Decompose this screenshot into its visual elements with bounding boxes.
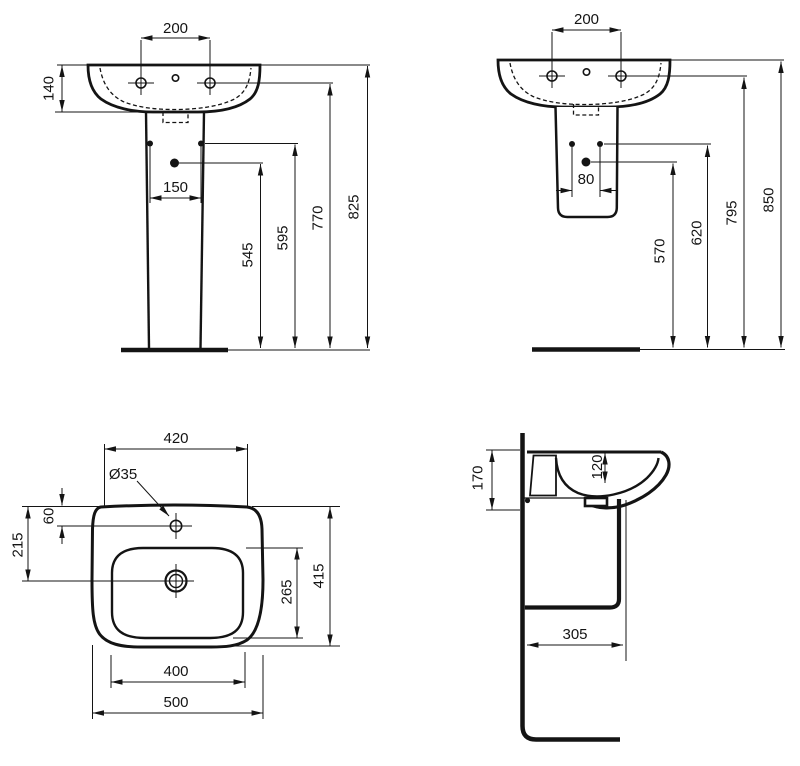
dim-825-label: 825 — [346, 194, 363, 219]
dim-80-label: 80 — [578, 171, 595, 188]
dim-120-label: 120 — [589, 454, 606, 479]
overflow-hidden-box — [572, 104, 600, 116]
dim-770-label: 770 — [310, 205, 327, 230]
fixing-hole-dot-right — [198, 140, 204, 147]
dim-150-label: 150 — [163, 179, 188, 196]
drain-dot — [170, 158, 179, 168]
dim-305-label: 305 — [562, 626, 587, 643]
pedestal-right-edge — [199, 111, 206, 349]
dim-570-label: 570 — [652, 238, 669, 263]
dim-620-label: 620 — [689, 220, 706, 245]
bowl-outer-profile — [588, 450, 671, 510]
pedestal-left-edge — [144, 111, 151, 349]
basin-outline — [86, 63, 262, 114]
bowl-hidden-line — [99, 67, 252, 111]
drain-hole-inner — [168, 573, 184, 589]
dim-415-label: 415 — [311, 563, 328, 588]
fixing-hole-dot-right — [597, 141, 603, 147]
dim-60-label: 60 — [41, 508, 58, 525]
dim-215-label: 215 — [10, 532, 27, 557]
tap-hole — [169, 519, 183, 533]
fixing-hole-dot-left — [147, 140, 153, 147]
wall-and-floor-line — [520, 433, 620, 742]
basin-outline — [496, 58, 672, 109]
tap-hole-right — [204, 77, 216, 89]
dim-795-label: 795 — [724, 200, 741, 225]
overflow-hidden-box — [162, 112, 189, 124]
dim-200-label: 200 — [163, 20, 188, 37]
tap-hole-leader-line — [136, 480, 170, 517]
view-side-section: 170 120 305 — [470, 433, 671, 742]
bowl-plan-outline — [110, 546, 245, 640]
fixing-hole-dot-left — [569, 141, 575, 147]
tap-hole-left — [546, 70, 558, 82]
dim-545-label: 545 — [240, 242, 257, 267]
fixing-bolt-dot — [524, 497, 531, 504]
dim-420-label: 420 — [163, 430, 188, 447]
view-plan: 420 Ø35 60 215 265 415 400 500 — [10, 430, 340, 719]
bowl-inner-profile — [554, 457, 660, 498]
tap-hole-left — [135, 77, 147, 89]
basin-plan-outline — [90, 503, 265, 649]
tap-hole-diameter-label: Ø35 — [109, 466, 137, 483]
drain-dot — [581, 157, 591, 167]
dim-170-label: 170 — [470, 465, 487, 490]
drain-hole-outer — [164, 569, 188, 593]
tap-hole-right — [615, 70, 627, 82]
dim-200-label: 200 — [574, 11, 599, 28]
semi-pedestal-profile — [524, 499, 622, 610]
dim-850-label: 850 — [761, 187, 778, 212]
drain-outlet — [583, 496, 609, 508]
dim-400-label: 400 — [163, 663, 188, 680]
view-front-semi-pedestal: 200 80 570 620 795 850 — [496, 11, 785, 352]
dim-265-label: 265 — [279, 579, 296, 604]
centre-hole — [171, 74, 180, 83]
bowl-hidden-line — [509, 62, 662, 106]
dim-500-label: 500 — [163, 694, 188, 711]
dim-140-label: 140 — [41, 76, 58, 101]
view-front-full-pedestal: 200 140 150 545 595 770 825 — [41, 20, 371, 353]
mounting-bracket — [529, 454, 557, 497]
centre-hole — [582, 68, 591, 77]
dim-595-label: 595 — [275, 225, 292, 250]
